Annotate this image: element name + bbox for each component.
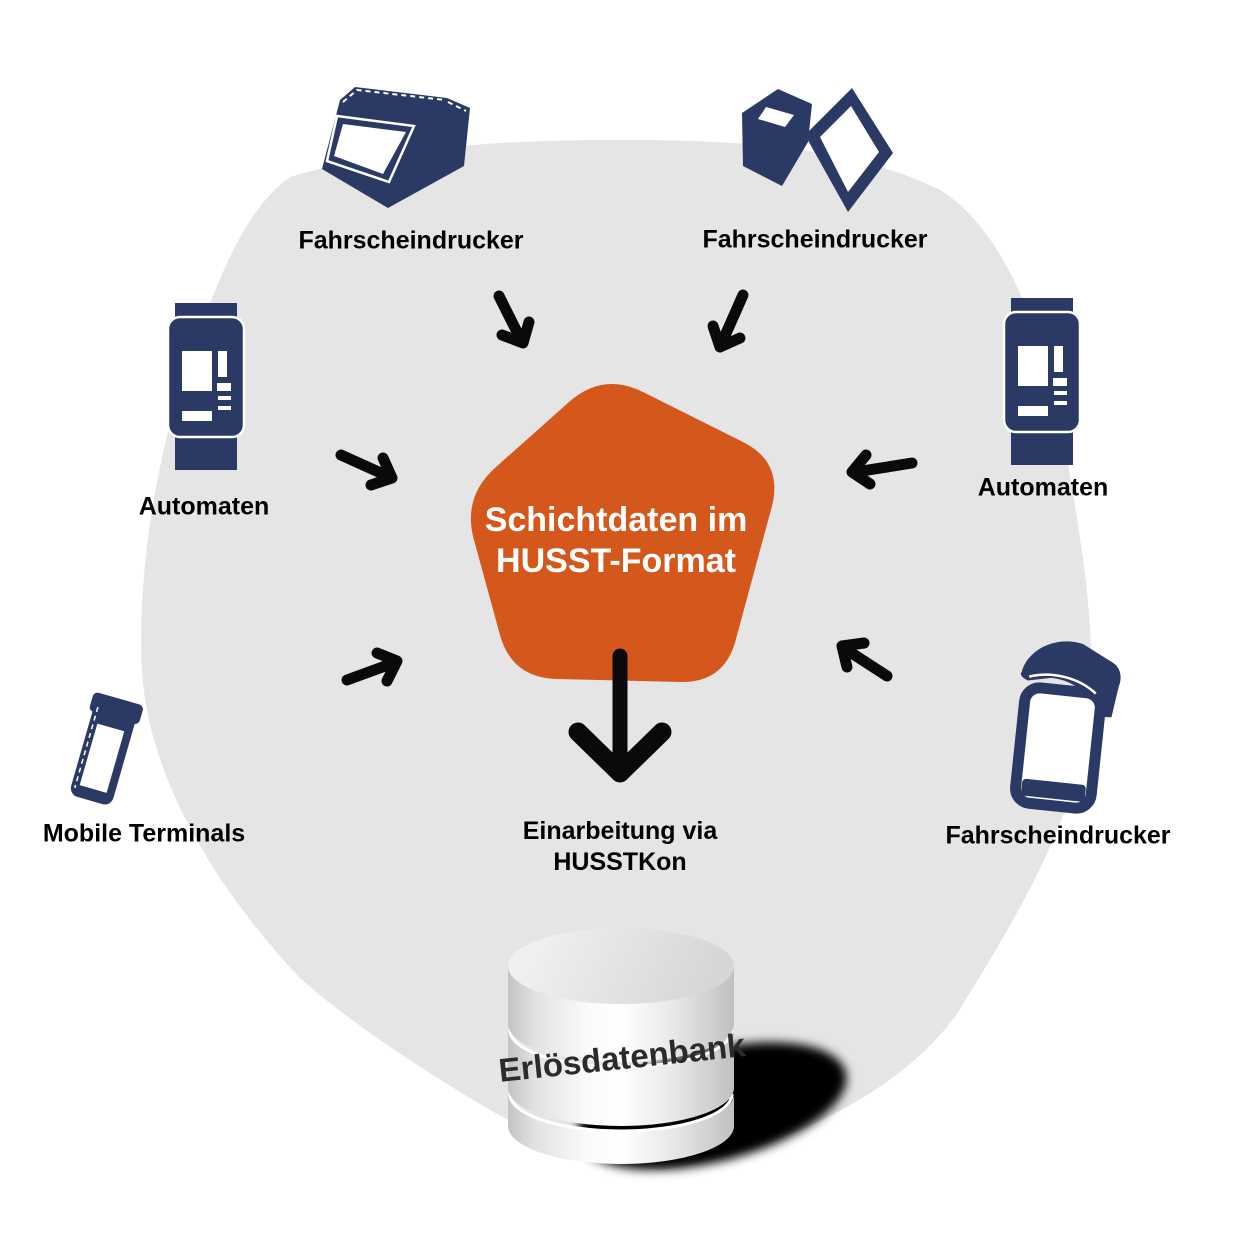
label-printer-bottom-right: Fahrscheindrucker [945, 821, 1171, 850]
arrow-from-printer-top-right [707, 289, 749, 353]
mobile-terminal-icon [70, 692, 143, 805]
label-automat-right: Automaten [977, 473, 1109, 502]
arrow-from-printer-bottom-right [836, 637, 893, 682]
arrow-from-printer-top-left [493, 290, 535, 349]
arrow-from-automat-left [335, 449, 398, 491]
label-mobile-terminals: Mobile Terminals [42, 819, 246, 848]
arrow-from-automat-right [846, 449, 918, 490]
center-pentagon [470, 384, 775, 683]
database-icon [508, 928, 734, 1164]
arrow-from-mobile-terminals [341, 647, 403, 687]
label-printer-top-right: Fahrscheindrucker [702, 225, 928, 254]
flow-caption: Einarbeitung via HUSSTKon [523, 816, 717, 878]
vending-machine-icon [1002, 298, 1082, 465]
arrow-to-database [568, 648, 672, 783]
flow-caption-line1: Einarbeitung via [522, 817, 718, 845]
ticket-printer-icon [322, 87, 470, 208]
inbound-arrows [335, 289, 918, 687]
center-pentagon-label-line2: HUSST-Format [496, 542, 736, 580]
flow-caption-line2: HUSSTKon [553, 848, 687, 876]
handheld-printer-icon [1010, 641, 1121, 814]
center-pentagon-label: Schichtdaten im HUSST-Format [485, 500, 748, 582]
vending-machine-icon [166, 303, 246, 470]
center-pentagon-label-line1: Schichtdaten im [484, 501, 748, 539]
label-printer-top-left: Fahrscheindrucker [298, 226, 524, 255]
label-automat-left: Automaten [138, 492, 270, 521]
ticket-printer-icon [742, 88, 893, 212]
